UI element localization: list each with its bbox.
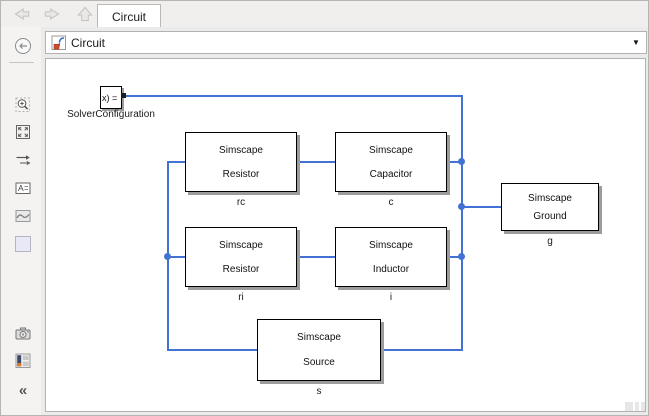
block-label-solverconfiguration[interactable]: SolverConfiguration — [67, 109, 155, 120]
block-solver-configuration[interactable]: x) = — [100, 86, 122, 109]
zoom-button[interactable] — [11, 93, 35, 117]
scroll-grip[interactable] — [625, 402, 633, 411]
fit-to-view-button[interactable] — [11, 120, 35, 144]
area-box-button[interactable] — [11, 232, 35, 256]
tab-circuit[interactable]: Circuit — [97, 4, 161, 28]
block-line2: Capacitor — [369, 168, 413, 180]
block-line1: Simscape — [219, 239, 263, 251]
chevron-down-icon: ▼ — [632, 38, 640, 47]
block-line2: Resistor — [222, 263, 260, 275]
simulink-model-icon — [51, 35, 66, 50]
signal-arrows-button[interactable] — [11, 148, 35, 172]
junction-dot — [458, 203, 465, 210]
perspectives-panel-icon — [15, 353, 31, 368]
block-label-ri[interactable]: ri — [238, 292, 244, 303]
junction-dot — [458, 158, 465, 165]
wire-right-bus-vertical[interactable] — [461, 95, 463, 351]
block-label-i[interactable]: i — [389, 292, 393, 303]
back-arrow-icon — [14, 8, 30, 20]
wire-c-to-rightbus[interactable] — [447, 161, 462, 163]
wire-solver-to-right-bus[interactable] — [126, 95, 462, 97]
fit-to-view-icon — [16, 125, 30, 139]
main-area: Circuit ▼ x — [41, 27, 648, 415]
block-label-g[interactable]: g — [547, 236, 553, 247]
junction-dot — [164, 253, 171, 260]
screenshot-button[interactable] — [11, 321, 35, 345]
solver-output-port — [121, 93, 126, 98]
hide-explorer-back-icon — [15, 38, 31, 54]
block-line1: Simscape — [528, 192, 572, 204]
hide-explorer-button[interactable] — [11, 34, 35, 58]
svg-text:A: A — [18, 183, 24, 193]
zoom-in-icon — [15, 97, 30, 112]
wire-source-to-rightbus[interactable] — [381, 349, 463, 351]
block-line2: Source — [303, 357, 335, 368]
wire-ri-to-i[interactable] — [297, 256, 335, 258]
palette-separator — [9, 62, 34, 63]
block-line2: Inductor — [372, 263, 410, 275]
area-box-icon — [15, 236, 31, 252]
forward-button[interactable] — [41, 3, 65, 25]
image-button[interactable] — [11, 204, 35, 228]
collapse-palette-button[interactable]: « — [11, 378, 35, 402]
block-source-s[interactable]: Simscape Source — [257, 319, 381, 381]
wire-leftbus-to-rc[interactable] — [168, 161, 186, 163]
block-line2: Resistor — [222, 168, 260, 180]
block-line1: Simscape — [369, 144, 413, 156]
wire-i-to-rightbus[interactable] — [447, 256, 462, 258]
wire-leftbus-to-source[interactable] — [167, 349, 257, 351]
diagram-canvas[interactable]: x) = SolverConfiguration Simscape Resist… — [45, 58, 646, 412]
block-label-rc[interactable]: rc — [236, 197, 246, 208]
editor-palette: A — [1, 27, 41, 415]
wire-leftbus-to-ri[interactable] — [168, 256, 186, 258]
block-inductor-i[interactable]: Simscape Inductor — [335, 227, 447, 287]
up-arrow-icon — [77, 6, 93, 22]
block-line1: Simscape — [297, 332, 341, 343]
forward-arrow-icon — [44, 8, 60, 20]
block-resistor-rc[interactable]: Simscape Resistor — [185, 132, 297, 192]
back-button[interactable] — [9, 3, 33, 25]
block-line1: Simscape — [219, 144, 263, 156]
annotation-icon: A — [15, 182, 31, 194]
image-icon — [15, 210, 31, 222]
signal-arrows-icon — [16, 155, 31, 166]
breadcrumb-model-title: Circuit — [71, 35, 106, 50]
wire-rightbus-to-ground[interactable] — [462, 206, 501, 208]
tab-bar: Circuit — [1, 1, 648, 28]
scroll-grip[interactable] — [641, 402, 645, 411]
breadcrumb-dropdown-button[interactable]: ▼ — [626, 32, 646, 53]
breadcrumb-bar: Circuit ▼ — [45, 31, 647, 54]
block-line1: Simscape — [369, 239, 413, 251]
block-resistor-ri[interactable]: Simscape Resistor — [185, 227, 297, 287]
junction-dot — [458, 253, 465, 260]
wire-rc-to-c[interactable] — [297, 161, 335, 163]
screenshot-camera-icon — [15, 327, 31, 340]
tab-label: Circuit — [111, 9, 146, 24]
block-label-s[interactable]: s — [316, 386, 322, 397]
solver-block-text: x) = — [102, 92, 118, 103]
block-ground-g[interactable]: Simscape Ground — [501, 183, 599, 231]
block-label-c[interactable]: c — [388, 197, 394, 208]
perspectives-button[interactable] — [11, 349, 35, 373]
scroll-grip[interactable] — [635, 402, 639, 411]
block-capacitor-c[interactable]: Simscape Capacitor — [335, 132, 447, 192]
up-button[interactable] — [73, 3, 97, 25]
collapse-icon: « — [18, 381, 28, 399]
annotation-button[interactable]: A — [11, 176, 35, 200]
block-line2: Ground — [533, 210, 567, 222]
